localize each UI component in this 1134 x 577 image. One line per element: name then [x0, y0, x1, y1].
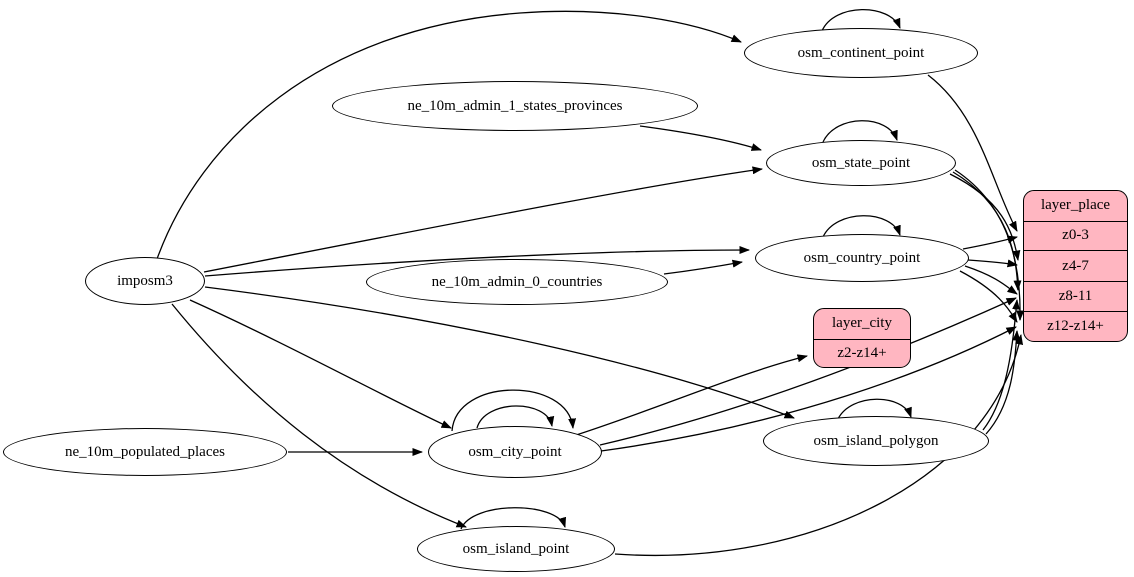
- node-osm-island-point: osm_island_point: [417, 526, 615, 572]
- record-row-z2-z14: z2-z14+: [814, 338, 910, 367]
- edge-imposm3-to-osm_state_point: [203, 166, 763, 273]
- edge-osm_continent_point-to-layer_place-z0-3: [927, 74, 1018, 232]
- node-label: ne_10m_admin_1_states_provinces: [407, 97, 623, 114]
- node-ne-10m-admin-0-countries: ne_10m_admin_0_countries: [366, 259, 668, 305]
- node-osm-island-polygon: osm_island_polygon: [763, 416, 989, 466]
- node-layer-place: layer_place z0-3 z4-7 z8-11 z12-z14+: [1023, 190, 1128, 342]
- node-osm-country-point: osm_country_point: [755, 234, 969, 282]
- node-ne-10m-admin-1-states-provinces: ne_10m_admin_1_states_provinces: [332, 81, 698, 131]
- node-label: osm_state_point: [811, 154, 911, 171]
- edge-osm_city_point-to-osm_city_point: [451, 389, 577, 432]
- edge-ne_10m_admin_1_states_provinces-to-osm_state_point: [639, 125, 762, 151]
- edge-imposm3-to-osm_island_point: [171, 303, 467, 528]
- edge-osm_country_point-to-layer_place-z8-11: [964, 265, 1018, 295]
- edge-osm_city_point-to-layer_place-z8-11: [599, 297, 1017, 446]
- edge-ne_10m_admin_0_countries-to-osm_country_point: [663, 259, 743, 275]
- edge-imposm3-to-osm_city_point: [189, 299, 452, 429]
- node-label: osm_city_point: [468, 443, 562, 460]
- edge-osm_state_point-to-layer_place-z12-z14+: [954, 169, 1025, 321]
- node-label: osm_country_point: [803, 249, 921, 266]
- node-label: osm_island_point: [462, 540, 570, 557]
- edge-imposm3-to-osm_continent_point: [156, 10, 742, 260]
- edge-osm_country_point-to-layer_place-z4-7: [967, 259, 1018, 268]
- node-layer-city: layer_city z2-z14+: [813, 308, 911, 368]
- edge-osm_country_point-to-layer_place-z12-z14+: [959, 270, 1018, 323]
- edge-imposm3-to-osm_island_polygon: [204, 286, 795, 419]
- node-osm-state-point: osm_state_point: [766, 140, 956, 186]
- edge-osm_island_polygon-to-osm_island_polygon: [837, 398, 912, 420]
- edge-osm_city_point-to-layer_place-z12-z14+: [600, 326, 1017, 452]
- edge-osm_state_point-to-layer_place-z4-7: [949, 173, 1021, 261]
- edge-osm_island_point-to-layer_place-z12-z14+: [614, 334, 1024, 557]
- record-row-z0-3: z0-3: [1024, 220, 1127, 251]
- edge-osm_city_point-to-layer_city-z2-z14+: [572, 354, 808, 437]
- edge-osm_city_point-to-osm_city_point: [476, 405, 555, 429]
- edge-osm_island_point-to-osm_island_point: [460, 507, 566, 530]
- record-row-z8-11: z8-11: [1024, 280, 1127, 312]
- edge-osm_continent_point-to-osm_continent_point: [821, 9, 901, 32]
- node-label: imposm3: [117, 272, 173, 289]
- edge-imposm3-to-osm_country_point: [204, 246, 750, 277]
- edge-osm_country_point-to-layer_place-z0-3: [962, 235, 1018, 250]
- record-row-z12-z14: z12-z14+: [1024, 311, 1127, 341]
- node-osm-city-point: osm_city_point: [428, 426, 602, 478]
- node-osm-continent-point: osm_continent_point: [744, 28, 978, 78]
- node-label: osm_island_polygon: [813, 432, 939, 449]
- record-row-z4-7: z4-7: [1024, 250, 1127, 281]
- node-label: osm_continent_point: [797, 44, 925, 61]
- edge-osm_island_polygon-to-layer_place-z8-11: [982, 299, 1021, 431]
- edge-osm_state_point-to-osm_state_point: [822, 120, 898, 143]
- record-title: layer_place: [1040, 197, 1111, 214]
- node-ne-10m-populated-places: ne_10m_populated_places: [3, 428, 287, 476]
- node-imposm3: imposm3: [85, 257, 205, 305]
- record-title: layer_city: [832, 315, 892, 332]
- edge-osm_country_point-to-osm_country_point: [822, 215, 901, 238]
- node-label: ne_10m_populated_places: [65, 443, 225, 460]
- node-label: ne_10m_admin_0_countries: [431, 273, 603, 290]
